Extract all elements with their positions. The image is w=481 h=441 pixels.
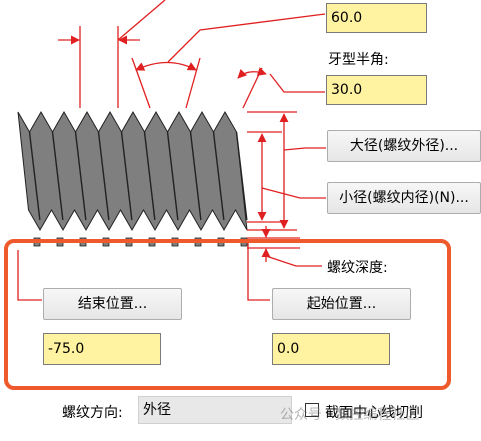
- depth-leader: [265, 255, 322, 267]
- thread-body: [17, 110, 248, 247]
- thread-depth-label: 螺纹深度:: [327, 260, 388, 276]
- thread-angle-input[interactable]: 60.0: [326, 3, 427, 33]
- end-position-input[interactable]: -75.0: [43, 333, 161, 365]
- thread-direction-select[interactable]: 外径: [138, 396, 292, 424]
- section-centerline-label: 截面中心线切削: [325, 405, 423, 421]
- thread-helix-line: [166, 131, 179, 221]
- thread-helix-line: [189, 131, 202, 221]
- half-angle-input[interactable]: 30.0: [326, 75, 427, 105]
- minor-leader: [261, 187, 326, 199]
- thread-helix-line: [51, 131, 64, 221]
- thread-helix-line: [235, 131, 248, 221]
- angle-arc: [135, 61, 197, 71]
- section-centerline-checkbox[interactable]: [305, 403, 319, 417]
- thread-helix-line: [97, 131, 110, 221]
- start-position-input[interactable]: 0.0: [272, 333, 390, 365]
- minor-diameter-button[interactable]: 小径(螺纹内径)(N)...: [327, 182, 481, 214]
- angle-leader: [167, 13, 326, 63]
- angle-line-left: [131, 57, 151, 109]
- pitch-leader: [117, 0, 166, 41]
- watermark: 公众号 · 数控编程社区: [280, 407, 420, 423]
- major-leader: [283, 147, 326, 151]
- half-angle-label: 牙型半角:: [328, 52, 389, 68]
- end-position-button[interactable]: 结束位置...: [43, 288, 182, 320]
- thread-direction-label: 螺纹方向:: [62, 405, 123, 421]
- thread-helix-line: [212, 131, 225, 221]
- half-angle-arc: [237, 67, 267, 79]
- major-diameter-button[interactable]: 大径(螺纹外径)...: [327, 130, 481, 162]
- half-angle-line: [242, 67, 263, 109]
- highlight-frame: [4, 239, 451, 390]
- thread-helix-line: [120, 131, 133, 221]
- angle-line-right: [185, 57, 201, 109]
- start-position-leader: [247, 240, 270, 301]
- thread-helix-line: [74, 131, 87, 221]
- thread-outline: [17, 110, 248, 232]
- thread-helix-line: [143, 131, 156, 221]
- thread-helix-line: [28, 131, 41, 221]
- dimension-annotations: [17, 0, 326, 301]
- end-position-leader: [17, 250, 42, 301]
- half-angle-leader: [269, 73, 325, 93]
- start-position-button[interactable]: 起始位置...: [272, 288, 411, 320]
